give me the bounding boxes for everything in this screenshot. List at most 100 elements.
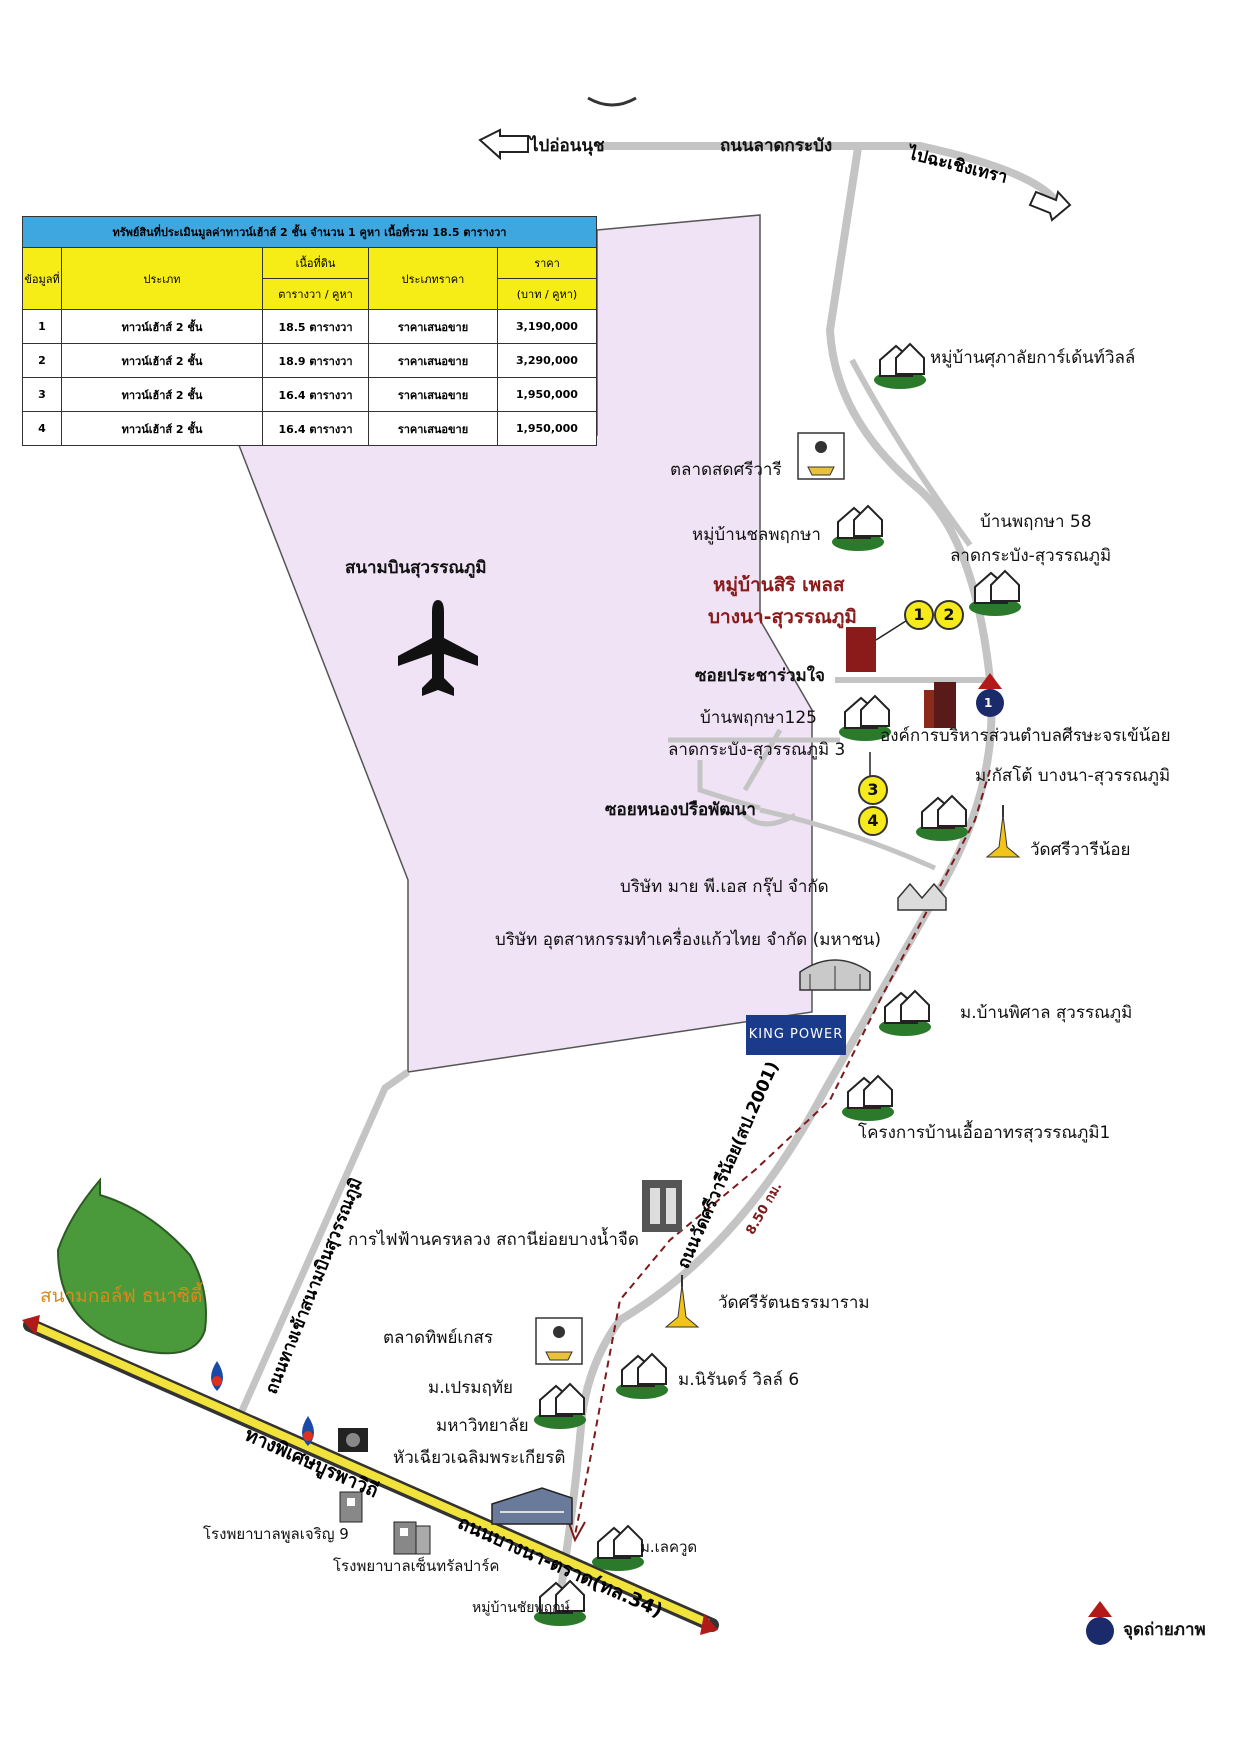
route-line — [574, 769, 991, 1536]
house-icon-chol — [832, 504, 884, 551]
gas-station-icon-1 — [211, 1361, 223, 1391]
label-my-ps: บริษัท มาย พี.เอส กรุ๊ป จำกัด — [620, 877, 829, 897]
property-marker-4[interactable]: 4 — [858, 806, 888, 836]
cell-no: 1 — [22, 309, 62, 344]
label-siri-place-line1: หมู่บ้านสิริ เพลส — [713, 574, 845, 596]
label-golf: สนามกอล์ฟ ธนาซิตี้ — [40, 1285, 203, 1307]
cell-area: 18.5 ตารางวา — [262, 309, 369, 344]
cell-area: 16.4 ตารางวา — [262, 411, 369, 446]
label-mea: การไฟฟ้านครหลวง สถานีย่อยบางน้ำจืด — [348, 1230, 639, 1250]
cell-price-type: ราคาเสนอขาย — [368, 411, 498, 446]
header-price: ราคา — [497, 247, 597, 279]
hospital-icon-poolcharoen — [339, 1491, 363, 1523]
label-wat-si-wari: วัดศรีวารีน้อย — [1030, 840, 1131, 860]
siri-place-building — [846, 627, 876, 672]
hospital-icon-central — [393, 1521, 431, 1555]
airplane-icon — [398, 600, 478, 696]
label-ban-pruksa125-line1: บ้านพฤกษา125 — [700, 708, 817, 728]
factory-icon-my-ps — [897, 882, 947, 911]
property-marker-2[interactable]: 2 — [934, 600, 964, 630]
property-marker-1[interactable]: 1 — [904, 600, 934, 630]
cell-price-type: ราคาเสนอขาย — [368, 309, 498, 344]
golf-course-area — [56, 1177, 207, 1355]
compass-icon — [587, 96, 637, 107]
cell-price: 1,950,000 — [497, 411, 597, 446]
header-price-type: ประเภทราคา — [368, 247, 498, 310]
label-sao: องค์การบริหารส่วนตำบลศีรษะจรเข้น้อย — [880, 726, 1171, 746]
cell-area: 16.4 ตารางวา — [262, 377, 369, 412]
factory-icon-thai-glass — [799, 959, 871, 991]
road-soi-network — [668, 728, 937, 871]
market-icon-thip — [535, 1317, 583, 1365]
house-icon-supalai — [874, 342, 926, 389]
cell-area: 18.9 ตารางวา — [262, 343, 369, 378]
cell-type: ทาวน์เฮ้าส์ 2 ชั้น — [61, 309, 263, 344]
header-price-unit: (บาท / คูหา) — [497, 278, 597, 310]
house-icon-prem — [534, 1382, 586, 1429]
temple-icon-si-wari — [985, 805, 1021, 858]
house-icon-ua-arthorn — [842, 1074, 894, 1121]
label-hosp-poolcharoen: โรงพยาบาลพูลเจริญ 9 — [203, 1525, 349, 1543]
cell-no: 2 — [22, 343, 62, 378]
house-icon-ninrat — [616, 1352, 668, 1399]
market-icon-si-wari — [797, 432, 845, 480]
table-caption: ทรัพย์สินที่ประเมินมูลค่าทาวน์เฮ้าส์ 2 ช… — [22, 216, 597, 248]
road-airport-access — [234, 1069, 410, 1422]
king-power-logo: KING POWER — [746, 1015, 846, 1055]
table-row: 2 ทาวน์เฮ้าส์ 2 ชั้น 18.9 ตารางวา ราคาเส… — [22, 343, 597, 378]
header-area: เนื้อที่ดิน — [262, 247, 369, 279]
cell-no: 4 — [22, 411, 62, 446]
label-ban-pruksa58-line2: ลาดกระบัง-สุวรรณภูมิ — [950, 546, 1112, 566]
table-row: 4 ทาวน์เฮ้าส์ 2 ชั้น 16.4 ตารางวา ราคาเส… — [22, 411, 597, 446]
label-moo-chol: หมู่บ้านชลพฤกษา — [692, 525, 821, 545]
gas-station-icon-2 — [302, 1416, 314, 1446]
label-casa: ม.กัสโต้ บางนา-สุวรรณภูมิ — [975, 766, 1171, 786]
label-thai-glass: บริษัท อุตสาหกรรมทำเครื่องแก้วไทย จำกัด … — [495, 930, 881, 950]
house-icon-pruksa58 — [969, 569, 1021, 616]
cell-no: 3 — [22, 377, 62, 412]
road-north-branch — [849, 358, 973, 547]
road-main-north — [825, 147, 994, 681]
label-wat-si-rat: วัดศรีรัตนธรรมาราม — [718, 1293, 870, 1313]
road-lat-krabang — [600, 142, 1059, 203]
label-ban-pruksa58-line1: บ้านพฤกษา 58 — [980, 512, 1092, 532]
label-ban-pruksa125-line2: ลาดกระบัง-สุวรรณภูมิ 3 — [668, 740, 846, 760]
cell-price-type: ราคาเสนอขาย — [368, 377, 498, 412]
university-building-icon — [491, 1487, 573, 1525]
property-table: ทรัพย์สินที่ประเมินมูลค่าทาวน์เฮ้าส์ 2 ช… — [22, 216, 597, 446]
label-ban-phisan: ม.บ้านพิศาล สุวรรณภูมิ — [960, 1003, 1133, 1023]
label-market-si-wari: ตลาดสดศรีวารี — [670, 460, 782, 480]
arrow-to-chachoengsao-icon — [1028, 189, 1072, 222]
cell-type: ทาวน์เฮ้าส์ 2 ชั้น — [61, 377, 263, 412]
label-airport: สนามบินสุวรรณภูมิ — [345, 558, 487, 578]
property-marker-3[interactable]: 3 — [858, 775, 888, 805]
photo-point-number: 1 — [984, 696, 993, 710]
header-type: ประเภท — [61, 247, 263, 310]
header-no: ข้อมูลที่ — [22, 247, 62, 310]
legend-photo-point-icon — [1086, 1601, 1114, 1645]
cell-type: ทาวน์เฮ้าส์ 2 ชั้น — [61, 343, 263, 378]
photo-point-marker-icon — [976, 673, 1004, 717]
label-prem-ruethai: ม.เปรมฤทัย — [428, 1378, 514, 1398]
cell-price: 3,190,000 — [497, 309, 597, 344]
label-soi-nong-prue: ซอยหนองปรือพัฒนา — [605, 800, 756, 820]
substation-icon — [642, 1180, 682, 1232]
label-hosp-central: โรงพยาบาลเซ็นทรัลปาร์ค — [333, 1557, 500, 1575]
house-icon-lakewood — [592, 1524, 644, 1571]
header-area-unit: ตารางวา / คูหา — [262, 278, 369, 310]
label-siri-place-line2: บางนา-สุวรรณภูมิ — [708, 606, 857, 628]
cell-price: 1,950,000 — [497, 377, 597, 412]
label-moo-supalai: หมู่บ้านศุภาลัยการ์เด้นท์วิลล์ — [930, 348, 1136, 368]
label-hcu-line2: หัวเฉียวเฉลิมพระเกียรติ — [393, 1448, 566, 1468]
house-icon-chai-pruek — [534, 1579, 586, 1626]
label-ninrat: ม.นิรันดร์ วิลล์ 6 — [678, 1370, 800, 1390]
label-lake-wood: ม.เลควูด — [640, 1538, 698, 1556]
temple-icon-si-rat — [664, 1275, 700, 1328]
table-row: 1 ทาวน์เฮ้าส์ 2 ชั้น 18.5 ตารางวา ราคาเส… — [22, 309, 597, 344]
arrow-to-onnut-icon — [478, 128, 529, 161]
label-ua-arthorn: โครงการบ้านเอื้ออาทรสุวรรณภูมิ1 — [858, 1123, 1111, 1143]
legend-photo-point-label: จุดถ่ายภาพ — [1123, 1620, 1206, 1640]
cell-price: 3,290,000 — [497, 343, 597, 378]
road-wat-si-wari — [556, 679, 996, 1596]
